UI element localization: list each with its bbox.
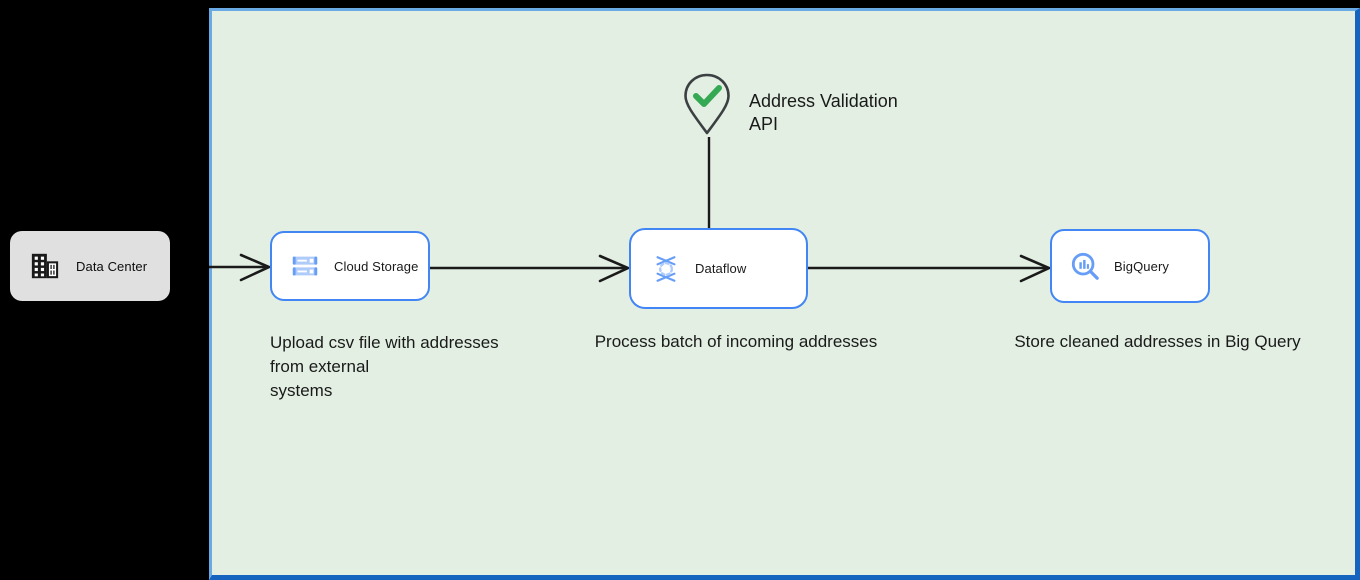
caption-bigquery: Store cleaned addresses in Big Query: [1014, 332, 1301, 351]
node-data-center-label: Data Center: [76, 258, 148, 274]
dataflow-icon: [656, 255, 676, 282]
external-service-address-validation-api[interactable]: Address Validation API: [683, 73, 898, 136]
node-cloud-storage-label: Cloud Storage: [334, 258, 419, 274]
node-dataflow[interactable]: Dataflow: [629, 228, 808, 309]
map-pin-check-icon: [684, 73, 730, 135]
node-bigquery[interactable]: BigQuery: [1050, 229, 1210, 303]
external-service-label: Address Validation API: [749, 91, 898, 134]
node-dataflow-label: Dataflow: [695, 261, 747, 276]
office-building-icon: [31, 253, 59, 279]
bigquery-icon: [1071, 252, 1099, 280]
cloud-storage-icon: [292, 256, 318, 276]
node-bigquery-label: BigQuery: [1114, 258, 1169, 274]
node-data-center[interactable]: Data Center: [10, 231, 170, 301]
caption-cloud-storage: Upload csv file with addresses from exte…: [270, 333, 499, 400]
node-cloud-storage[interactable]: Cloud Storage: [270, 231, 430, 301]
caption-dataflow: Process batch of incoming addresses: [594, 332, 878, 351]
